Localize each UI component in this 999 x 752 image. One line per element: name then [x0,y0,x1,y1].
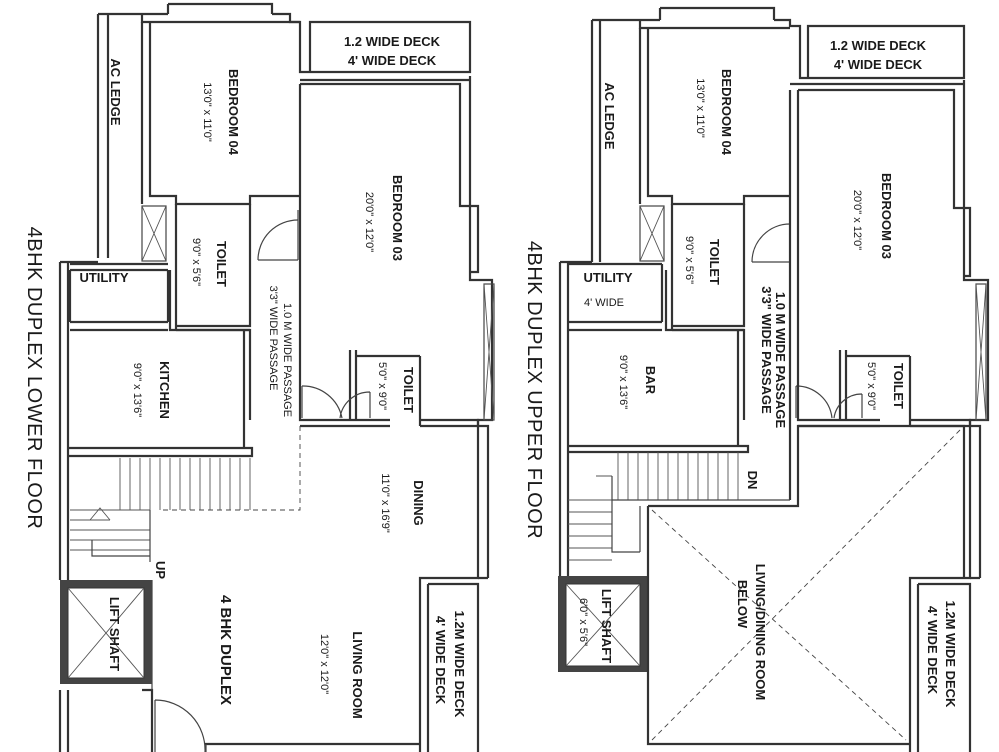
upper-lift-name: LIFT SHAFT [599,589,614,663]
lower-toilet2-dim: 5'0" x 9'0" [376,362,388,410]
upper-toilet1-dim: 9'0" x 5'6" [683,236,695,284]
upper-labels: 4BHK DUPLEX UPPER FLOOR AC LEDGE 1.2 WID… [523,38,958,708]
lower-deck-side-line1: 1.2M WIDE DECK [452,611,467,719]
upper-deck-top-line1: 1.2 WIDE DECK [830,38,927,53]
upper-bar-dim: 9'0" x 13'6" [617,355,629,409]
lower-toilet1-dim: 9'0" x 5'6" [190,238,202,286]
upper-floor-plan [558,6,990,752]
lower-bedroom3-name: BEDROOM 03 [390,175,405,261]
upper-passage-line2: 3'3" WIDE PASSAGE [759,286,774,414]
lower-ac-ledge-label: AC LEDGE [108,58,123,126]
upper-bedroom4-dim: 13'0" x 11'0" [694,78,706,138]
lower-deck-top-line2: 4' WIDE DECK [348,53,437,68]
upper-bedroom3-dim: 20'0" x 12'0" [851,190,863,250]
lower-dining-dim: 11'0" x 16'9" [379,473,391,533]
lower-up-label: UP [153,561,168,579]
upper-deck-side-line1: 1.2M WIDE DECK [943,601,958,709]
lower-passage-line1: 1.0 M WIDE PASSAGE [281,303,293,417]
upper-lift-dim: 6'0" x 5'6" [577,598,589,646]
lower-deck-side-line2: 4' WIDE DECK [433,616,448,705]
lower-utility-label: UTILITY [79,270,128,285]
lower-living-name: LIVING ROOM [350,631,365,718]
lower-kitchen-dim: 9'0" x 13'6" [131,363,143,417]
upper-utility-dim: 4' WIDE [584,297,624,309]
lower-dining-name: DINING [411,480,426,526]
upper-bedroom4-name: BEDROOM 04 [719,69,734,156]
upper-living-below-line1: LIVING/DINING ROOM [753,564,768,701]
lower-toilet2-name: TOILET [401,367,416,413]
lower-bedroom3-dim: 20'0" x 12'0" [363,192,375,252]
lower-bedroom4-dim: 13'0" x 11'0" [201,82,213,142]
upper-living-below-line2: BELOW [735,580,750,629]
lower-floor-title: 4BHK DUPLEX LOWER FLOOR [23,227,45,530]
upper-toilet2-name: TOILET [891,363,906,409]
lower-passage-line2: 3'3" WIDE PASSAGE [267,286,279,391]
lower-deck-top-line1: 1.2 WIDE DECK [344,34,441,49]
lower-kitchen-name: KITCHEN [157,361,172,419]
lower-floor-plan [58,2,495,752]
upper-bar-name: BAR [643,366,658,395]
lower-toilet1-name: TOILET [214,241,229,287]
upper-ac-ledge-label: AC LEDGE [602,82,617,150]
upper-bedroom3-name: BEDROOM 03 [879,173,894,259]
upper-passage-line1: 1.0 M WIDE PASSAGE [773,292,788,429]
upper-floor-title: 4BHK DUPLEX UPPER FLOOR [523,241,545,539]
upper-dn-label: DN [745,471,760,490]
lower-labels: 4BHK DUPLEX LOWER FLOOR AC LEDGE 1.2 WID… [23,34,467,719]
upper-deck-side-line2: 4' WIDE DECK [925,606,940,695]
lower-center-label: 4 BHK DUPLEX [217,595,234,705]
upper-deck-top-line2: 4' WIDE DECK [834,57,923,72]
upper-utility-name: UTILITY [583,270,632,285]
lower-lift-label: LIFT SHAFT [107,597,122,671]
lower-bedroom4-name: BEDROOM 04 [226,69,241,156]
lower-living-dim: 12'0" x 12'0" [318,634,330,694]
upper-toilet1-name: TOILET [707,239,722,285]
upper-toilet2-dim: 5'0" x 9'0" [865,362,877,410]
